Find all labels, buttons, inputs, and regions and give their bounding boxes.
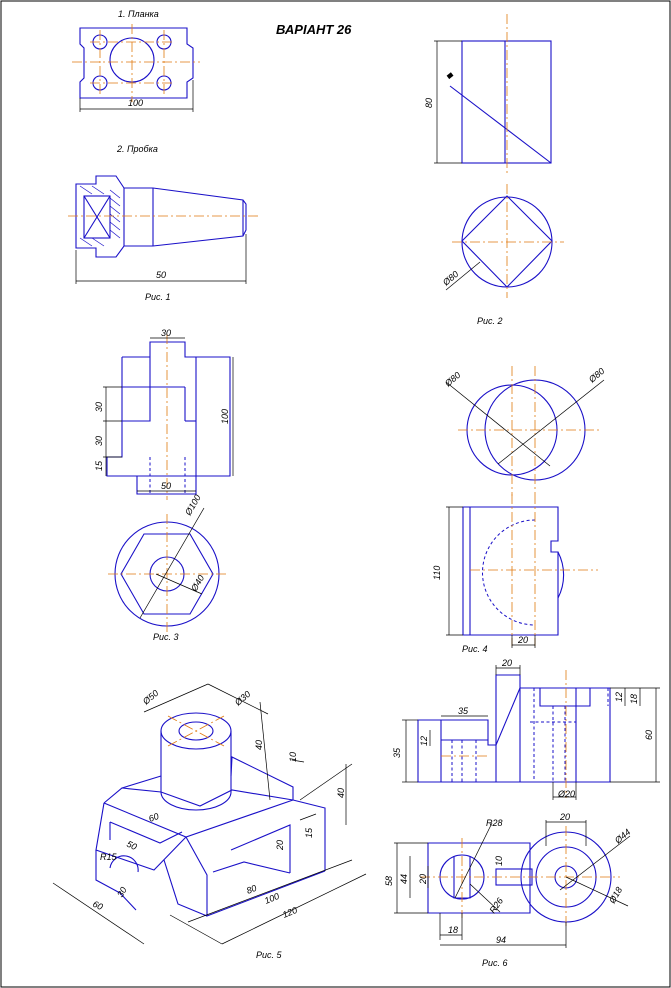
fig5-dim-d30: 30	[115, 885, 129, 899]
fig6-dim-h35: 35	[392, 747, 402, 758]
fig1-plate-view: 1. Планка 100	[72, 9, 200, 112]
fig5-dim-d-outer: Ø50	[140, 688, 160, 707]
fig4-dim-height: 110	[432, 566, 442, 580]
fig5-dim-d60b: 60	[91, 899, 104, 912]
fig3-dim-top-width: 30	[161, 328, 171, 338]
fig2-caption: Рис. 2	[477, 316, 503, 326]
fig6-dim-top20: 20	[501, 658, 512, 668]
fig6-dim-r26: R26	[487, 896, 505, 915]
fig6-dim-h58: 58	[384, 876, 394, 886]
fig5-dim-h40: 40	[336, 788, 346, 798]
fig6-dim-w18: 18	[448, 925, 458, 935]
fig2-drawing: 80 ◆ Ø80 Рис. 2	[424, 14, 564, 326]
fig5-dim-h20: 20	[275, 840, 285, 851]
fig4-caption: Рис. 4	[462, 644, 488, 654]
fig3-dim-diameter: Ø100	[183, 493, 203, 518]
fig4-dim-d-left: Ø80	[442, 370, 462, 389]
fig5-dim-t10: 10	[288, 752, 298, 762]
fig3-caption: Рис. 3	[153, 632, 179, 642]
fig3-dim-h3: 15	[94, 460, 104, 471]
fig6-dim-h44: 44	[399, 874, 409, 884]
fig5-dim-d120: 120	[281, 905, 299, 920]
fig1-plug-label: 2. Пробка	[116, 144, 158, 154]
fig1-caption: Рис. 1	[145, 292, 171, 302]
sheet-title: ВАРІАНТ 26	[276, 22, 352, 37]
fig3-drawing: 30 30 30 15 100 50 Ø100 Ø40 Рис. 3	[94, 328, 234, 642]
fig5-drawing: Ø50 Ø30 40 10 40 15 20 R15 50 60 30 80 1…	[52, 683, 367, 960]
fig2-square-symbol: ◆	[446, 70, 454, 80]
fig6-dim-h18: 18	[629, 694, 639, 704]
fig3-dim-bottom-width: 50	[161, 481, 171, 491]
fig6-dim-d20a: Ø20	[557, 789, 575, 799]
fig6-dim-w20: 20	[559, 812, 570, 822]
fig5-dim-r15: R15	[100, 852, 118, 862]
fig6-dim-h60: 60	[644, 730, 654, 740]
fig3-dim-h2: 30	[94, 436, 104, 446]
fig4-dim-d-right: Ø80	[586, 366, 606, 385]
fig6-dim-w35: 35	[458, 706, 469, 716]
fig5-caption: Рис. 5	[256, 950, 283, 960]
fig1-dim-plug-length: 50	[156, 270, 166, 280]
fig5-dim-d50: 50	[125, 839, 138, 852]
fig1-plate-label: 1. Планка	[118, 9, 159, 19]
fig4-dim-offset: 20	[517, 635, 528, 645]
fig6-dim-d44: Ø44	[612, 827, 632, 846]
fig6-dim-w94: 94	[496, 935, 506, 945]
fig6-dim-h12a: 12	[419, 736, 429, 746]
fig5-dim-d60a: 60	[147, 811, 160, 824]
fig3-dim-h1: 30	[94, 402, 104, 412]
fig6-dim-h12b: 12	[614, 692, 624, 702]
fig1-plug-view: 2. Пробка 50 Рис. 1	[68, 144, 260, 302]
fig4-drawing: Ø80 Ø80 110 20 Рис. 4	[432, 366, 606, 654]
fig6-dim-r28: R28	[486, 818, 503, 828]
fig6-dim-h10: 10	[494, 856, 504, 866]
fig6-caption: Рис. 6	[482, 958, 508, 968]
fig5-dim-h15: 15	[304, 827, 314, 838]
fig5-dim-d80: 80	[245, 883, 258, 896]
fig6-drawing: 20 35 35 12 12 18 60 Ø20 20	[384, 658, 660, 968]
fig2-dim-height: 80	[424, 98, 434, 108]
fig3-dim-height: 100	[220, 409, 230, 424]
fig5-dim-cyl-h: 40	[254, 740, 264, 750]
fig5-dim-d-inner: Ø30	[232, 689, 252, 708]
fig6-dim-h20: 20	[418, 874, 428, 885]
fig1-dim-plate-width: 100	[128, 98, 143, 108]
fig2-dim-diameter: Ø80	[440, 269, 460, 288]
